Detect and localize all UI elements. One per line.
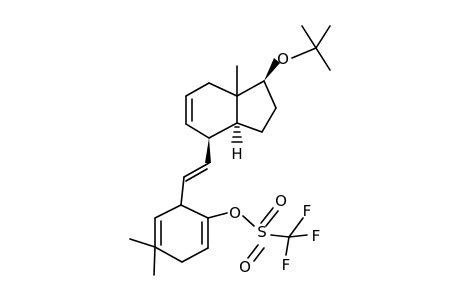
hashed-bond-ring-h [231, 126, 243, 143]
cyclohexene-ring [185, 82, 238, 139]
ring-hydrogen-label: H [231, 145, 242, 163]
sulfonyl-oxygen-upper-label: O [275, 192, 287, 210]
ether-oxygen-label: O [277, 50, 289, 68]
bond-ring-to-oxygen [207, 212, 228, 219]
bond-oxygen-to-sulfur [242, 215, 255, 227]
fluorine-lower-label: F [282, 256, 291, 274]
cyclohexadiene-ring [154, 204, 209, 263]
vinyl-linker [180, 162, 210, 206]
sulfur-label: S [257, 223, 267, 241]
sulfonyl-oxygen-lower-label: O [239, 258, 251, 276]
sulfonyl-double-bonds [247, 207, 279, 262]
triflate-oxygen-label: O [229, 204, 241, 222]
trifluoromethyl-group [270, 217, 308, 256]
wedge-bond-c1-o [264, 58, 280, 81]
cyclopentane-ring [236, 80, 277, 133]
wedge-bond-c8 [205, 138, 211, 163]
gem-dimethyl [129, 238, 156, 276]
tert-butyl-group [291, 25, 331, 71]
fluorine-right-label: F [312, 227, 321, 245]
fluorine-upper-label: F [303, 202, 312, 220]
